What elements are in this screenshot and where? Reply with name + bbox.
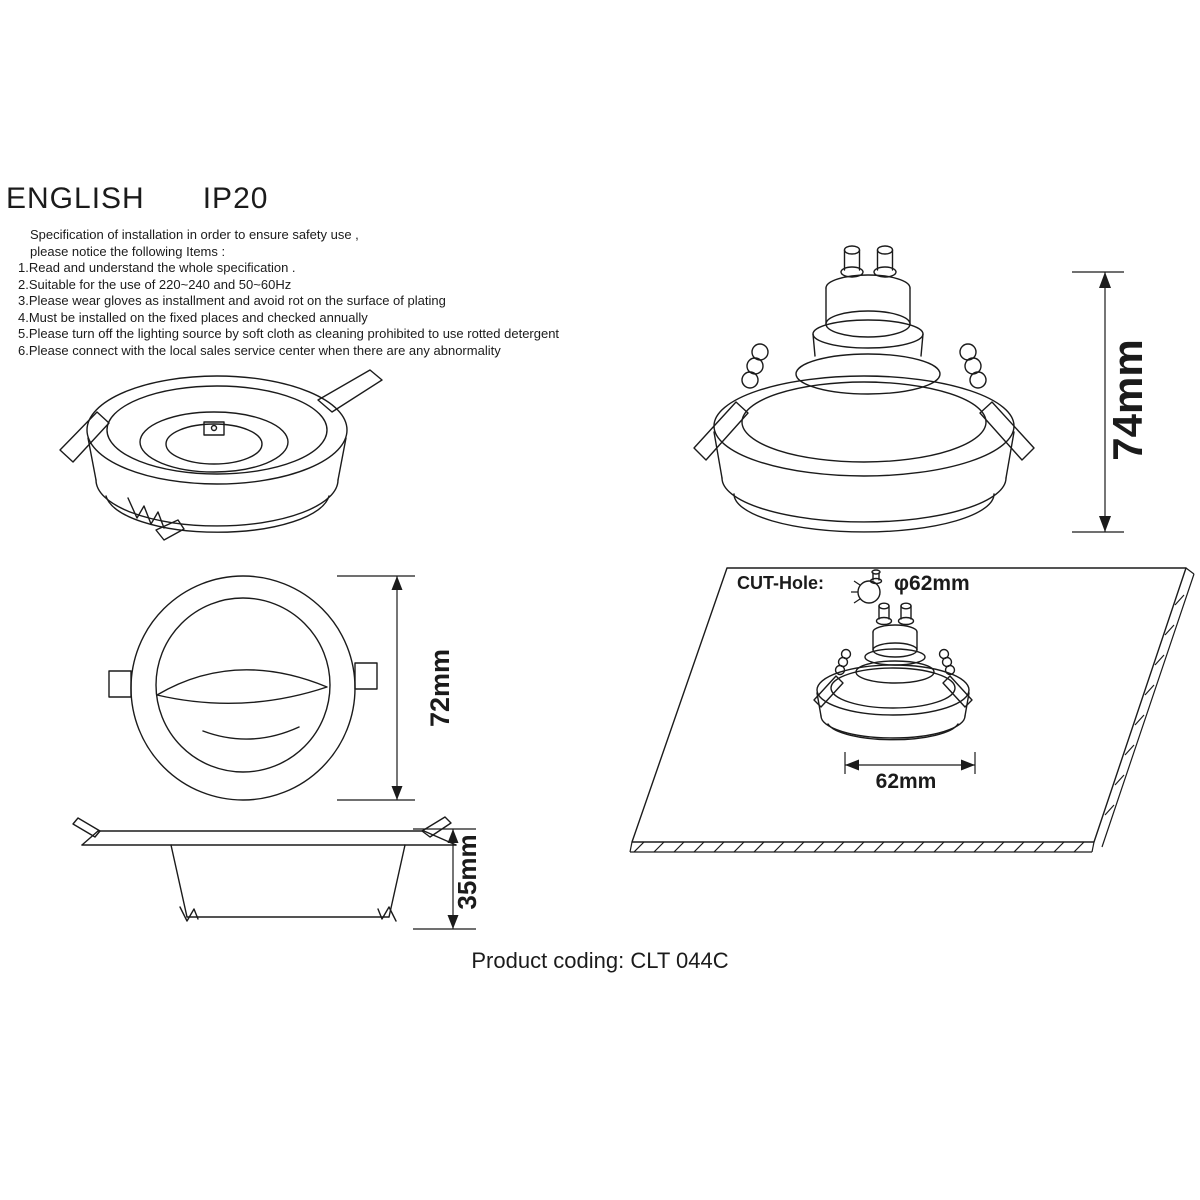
spec-item-4: 4.Must be installed on the fixed places … <box>18 309 368 325</box>
spec-intro-2: please notice the following Items : <box>30 243 226 259</box>
language-label: ENGLISH <box>6 182 145 215</box>
spec-block: Specification of installation in order t… <box>18 227 559 359</box>
figure-side-view <box>72 816 476 930</box>
ip-rating-label: IP20 <box>202 182 269 215</box>
dimension-cut-hole-diameter: φ62mm <box>894 572 970 595</box>
dimension-fixture-height: 74mm <box>1104 339 1151 461</box>
spec-intro-1: Specification of installation in order t… <box>30 227 359 242</box>
figure-top-view <box>108 575 415 801</box>
spec-item-6: 6.Please connect with the local sales se… <box>18 342 501 358</box>
figure-cut-hole-panel <box>629 567 1195 853</box>
spec-item-3: 3.Please wear gloves as installment and … <box>18 293 446 308</box>
product-coding: Product coding: CLT 044C <box>471 948 729 973</box>
figure-perspective-gu10 <box>693 245 1124 533</box>
dimension-side-height: 35mm <box>452 834 482 910</box>
header: ENGLISH IP20 <box>6 182 268 216</box>
dimension-cut-hole-width: 62mm <box>875 770 937 793</box>
spec-item-1: 1.Read and understand the whole specific… <box>18 260 296 275</box>
cut-hole-label: CUT-Hole: <box>737 573 824 593</box>
spec-item-2: 2.Suitable for the use of 220~240 and 50… <box>18 276 292 292</box>
dimension-top-diameter: 72mm <box>425 648 455 728</box>
spec-item-5: 5.Please turn off the lighting source by… <box>18 326 560 341</box>
figure-perspective-ring <box>59 369 383 541</box>
